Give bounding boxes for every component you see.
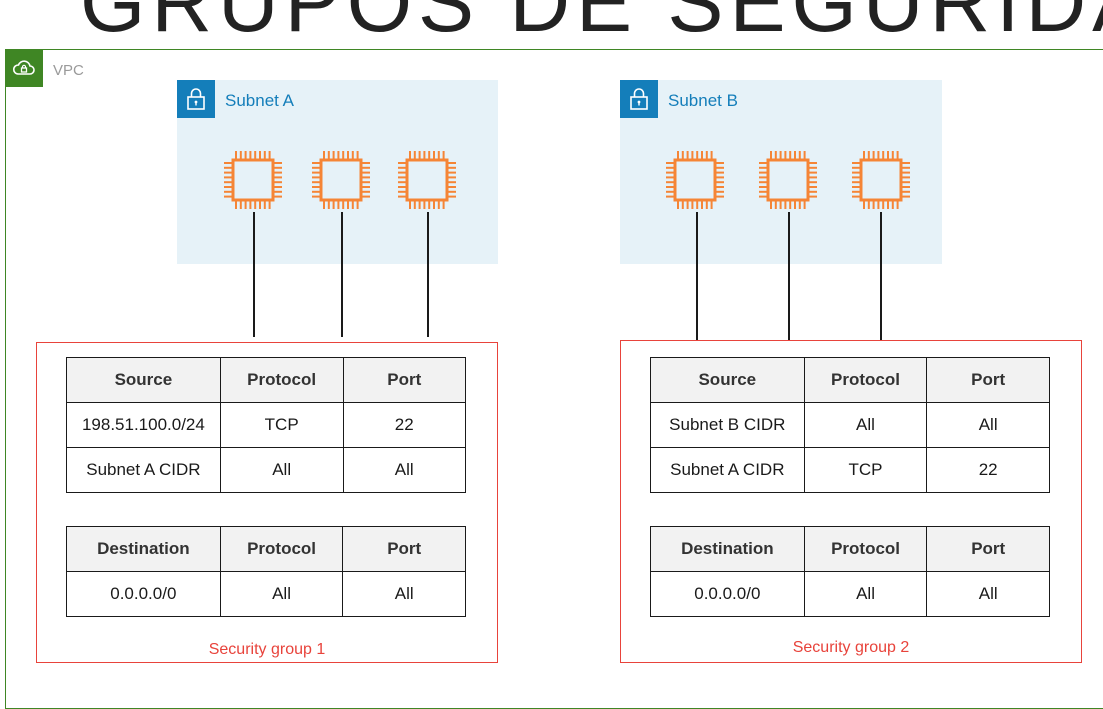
table-cell: All bbox=[803, 571, 928, 617]
table-cell: Subnet A CIDR bbox=[650, 447, 805, 493]
vpc-label: VPC bbox=[53, 62, 84, 79]
connector-line bbox=[341, 212, 343, 337]
table-cell: All bbox=[926, 571, 1050, 617]
table-cell: All bbox=[926, 402, 1050, 448]
connector-line bbox=[788, 212, 790, 340]
connector-line bbox=[253, 212, 255, 337]
table-row: Subnet B CIDR All All bbox=[650, 402, 1050, 448]
table-header-row: Source Protocol Port bbox=[650, 357, 1050, 403]
sg1-inbound-table: Source Protocol Port 198.51.100.0/24 TCP… bbox=[66, 357, 466, 493]
sg2-outbound-table: Destination Protocol Port 0.0.0.0/0 All … bbox=[650, 526, 1050, 617]
cloud-lock-icon bbox=[5, 49, 43, 87]
table-row: 0.0.0.0/0 All All bbox=[66, 571, 466, 617]
column-header: Protocol bbox=[219, 357, 344, 403]
column-header: Source bbox=[66, 357, 221, 403]
column-header: Port bbox=[926, 526, 1050, 572]
table-cell: All bbox=[219, 571, 344, 617]
subnet-b-label: Subnet B bbox=[668, 91, 738, 110]
table-cell: 198.51.100.0/24 bbox=[66, 402, 221, 448]
table-cell: 0.0.0.0/0 bbox=[66, 571, 221, 617]
security-group-1-label: Security group 1 bbox=[208, 641, 326, 658]
table-cell: 22 bbox=[926, 447, 1050, 493]
column-header: Protocol bbox=[219, 526, 344, 572]
table-cell: 0.0.0.0/0 bbox=[650, 571, 805, 617]
table-cell: All bbox=[342, 571, 466, 617]
column-header: Destination bbox=[66, 526, 221, 572]
security-group-2 bbox=[620, 340, 1082, 663]
column-header: Destination bbox=[650, 526, 805, 572]
table-header-row: Destination Protocol Port bbox=[650, 526, 1050, 572]
table-cell: Subnet A CIDR bbox=[66, 447, 221, 493]
column-header: Protocol bbox=[803, 357, 928, 403]
table-cell: All bbox=[219, 447, 344, 493]
column-header: Source bbox=[650, 357, 805, 403]
table-row: 0.0.0.0/0 All All bbox=[650, 571, 1050, 617]
connector-line bbox=[427, 212, 429, 337]
column-header: Protocol bbox=[803, 526, 928, 572]
table-row: Subnet A CIDR All All bbox=[66, 447, 466, 493]
ec2-instance-chip-icon bbox=[395, 148, 459, 212]
security-group-1 bbox=[36, 342, 498, 663]
subnet-a-label: Subnet A bbox=[225, 91, 295, 110]
connector-line bbox=[696, 212, 698, 340]
ec2-instance-chip-icon bbox=[663, 148, 727, 212]
column-header: Port bbox=[926, 357, 1050, 403]
table-cell: Subnet B CIDR bbox=[650, 402, 805, 448]
page-title: GRUPOS DE SEGURIDAD ( bbox=[80, 0, 1103, 49]
table-cell: All bbox=[342, 447, 466, 493]
security-group-2-label: Security group 2 bbox=[792, 639, 910, 656]
ec2-instance-chip-icon bbox=[849, 148, 913, 212]
ec2-instance-chip-icon bbox=[221, 148, 285, 212]
table-cell: TCP bbox=[803, 447, 928, 493]
padlock-icon bbox=[177, 80, 215, 118]
ec2-instance-chip-icon bbox=[309, 148, 373, 212]
column-header: Port bbox=[342, 526, 466, 572]
connector-line bbox=[880, 212, 882, 340]
sg1-outbound-table: Destination Protocol Port 0.0.0.0/0 All … bbox=[66, 526, 466, 617]
padlock-icon bbox=[620, 80, 658, 118]
table-header-row: Destination Protocol Port bbox=[66, 526, 466, 572]
table-header-row: Source Protocol Port bbox=[66, 357, 466, 403]
table-cell: 22 bbox=[342, 402, 466, 448]
table-row: Subnet A CIDR TCP 22 bbox=[650, 447, 1050, 493]
ec2-instance-chip-icon bbox=[756, 148, 820, 212]
column-header: Port bbox=[342, 357, 466, 403]
table-cell: All bbox=[803, 402, 928, 448]
table-cell: TCP bbox=[219, 402, 344, 448]
sg2-inbound-table: Source Protocol Port Subnet B CIDR All A… bbox=[650, 357, 1050, 493]
table-row: 198.51.100.0/24 TCP 22 bbox=[66, 402, 466, 448]
